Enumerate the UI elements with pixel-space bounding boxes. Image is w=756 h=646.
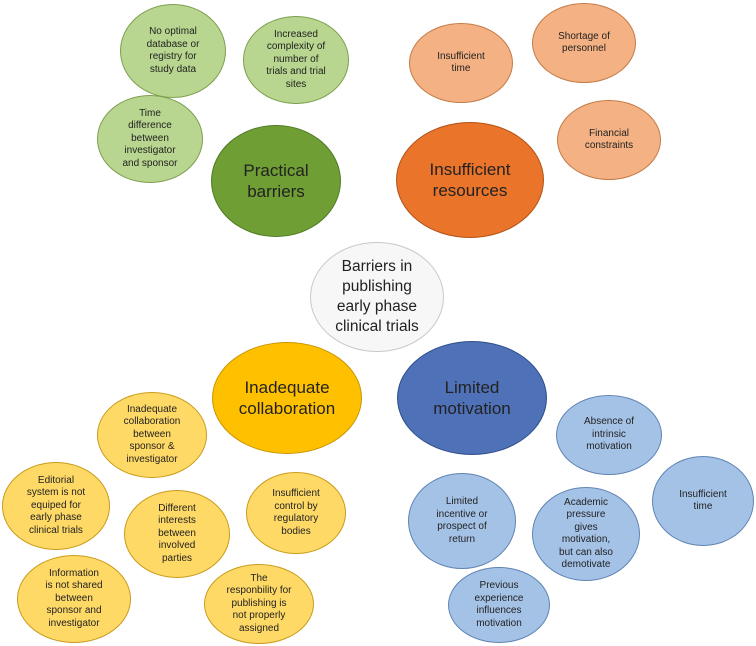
motivation-item-previous-experience: Previous experience influences motivatio… (448, 567, 550, 643)
category-inadequate-collaboration: Inadequate collaboration (212, 342, 362, 454)
practical-item-time-difference: Time difference between investigator and… (97, 95, 203, 183)
category-limited-motivation-title: Limited motivation (433, 378, 511, 418)
resources-item-time: Insufficient time (409, 23, 513, 103)
collaboration-item-sponsor-investigator: Inadequate collaboration between sponsor… (97, 392, 207, 478)
motivation-item-time: Insufficient time (652, 456, 754, 546)
practical-item-database: No optimal database or registry for stud… (120, 4, 226, 98)
collaboration-item-editorial-system: Editorial system is not equiped for earl… (2, 462, 110, 550)
collaboration-item-responsibility: The responbility for publishing is not p… (204, 564, 314, 644)
collaboration-item-different-interests: Different interests between involved par… (124, 490, 230, 578)
motivation-item-incentive: Limited incentive or prospect of return (408, 473, 516, 569)
category-limited-motivation: Limited motivation (397, 341, 547, 455)
motivation-item-academic-pressure: Academic pressure gives motivation, but … (532, 487, 640, 581)
collaboration-item-information-sharing: Information is not shared between sponso… (17, 555, 131, 643)
central-topic: Barriers in publishing early phase clini… (310, 242, 444, 352)
central-topic-label: Barriers in publishing early phase clini… (335, 258, 419, 335)
resources-item-financial: Financial constraints (557, 100, 661, 180)
category-inadequate-collaboration-title: Inadequate collaboration (238, 378, 336, 418)
practical-item-complexity: Increased complexity of number of trials… (243, 16, 349, 104)
category-practical-barriers-title: Practical barriers (243, 161, 309, 201)
category-practical-barriers: Practical barriers (211, 125, 341, 237)
resources-item-personnel: Shortage of personnel (532, 3, 636, 83)
category-insufficient-resources: Insufficient resources (396, 122, 544, 238)
collaboration-item-regulatory-control: Insufficient control by regulatory bodie… (246, 472, 346, 554)
motivation-item-intrinsic: Absence of intrinsic motivation (556, 395, 662, 475)
category-insufficient-resources-title: Insufficient resources (429, 160, 511, 200)
